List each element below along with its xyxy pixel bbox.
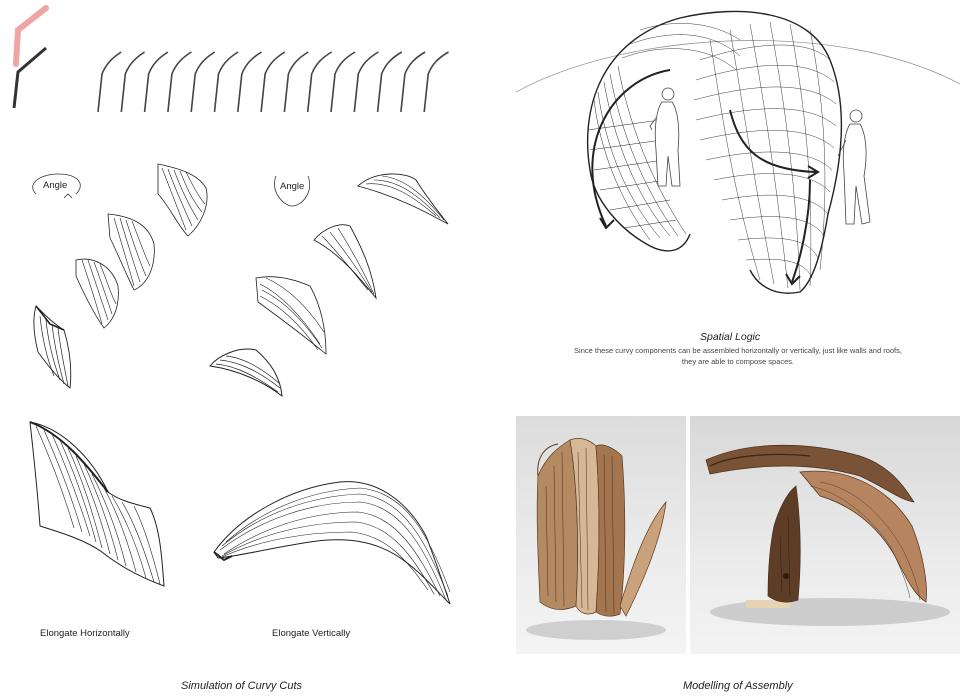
cut-profile-stroke (167, 51, 192, 113)
cut-profile-sequence (12, 5, 449, 113)
cut-profile-stroke (330, 51, 356, 113)
cut-profile-stroke (353, 51, 379, 113)
spatial-logic-title: Spatial Logic (700, 331, 761, 343)
cut-profile-stroke (97, 51, 122, 113)
angle-label-right: Angle (280, 181, 305, 192)
angle-right-icon (274, 175, 310, 207)
cut-profile-stroke (143, 51, 169, 113)
spatial-logic-diagram (515, 10, 960, 294)
curvy-cut-shards-right (209, 173, 449, 398)
assembly-photo-right (690, 416, 960, 654)
cut-profile-stroke (283, 51, 309, 113)
caption-modelling: Modelling of Assembly (683, 680, 793, 692)
caption-simulation: Simulation of Curvy Cuts (181, 680, 303, 692)
elongate-vertical-label: Elongate Vertically (272, 628, 351, 639)
cut-profile-stroke (213, 51, 239, 113)
cut-profile-stroke (190, 51, 216, 113)
person-figure-left (649, 87, 681, 187)
cut-profile-stroke (306, 51, 333, 113)
cut-profile-stroke (423, 51, 449, 113)
assembly-photo-left (516, 416, 686, 654)
angle-label-left: Angle (43, 180, 68, 191)
highlight-profile (13, 5, 49, 67)
elongate-horizontal-label: Elongate Horizontally (40, 628, 130, 639)
cut-profile-stroke (260, 51, 286, 113)
cut-profile-stroke (120, 51, 146, 113)
cut-profile-stroke (400, 51, 426, 113)
cut-profile-stroke (237, 51, 262, 113)
curvy-cut-shards-left (33, 163, 208, 389)
spatial-logic-text: Since these curvy components can be asse… (574, 346, 902, 366)
elongate-vertical-diagram (213, 481, 451, 605)
cut-profile-stroke (376, 51, 403, 113)
person-figure-right (837, 109, 871, 225)
elongate-horizontal-diagram (29, 421, 165, 587)
angle-left-icon (32, 173, 81, 199)
